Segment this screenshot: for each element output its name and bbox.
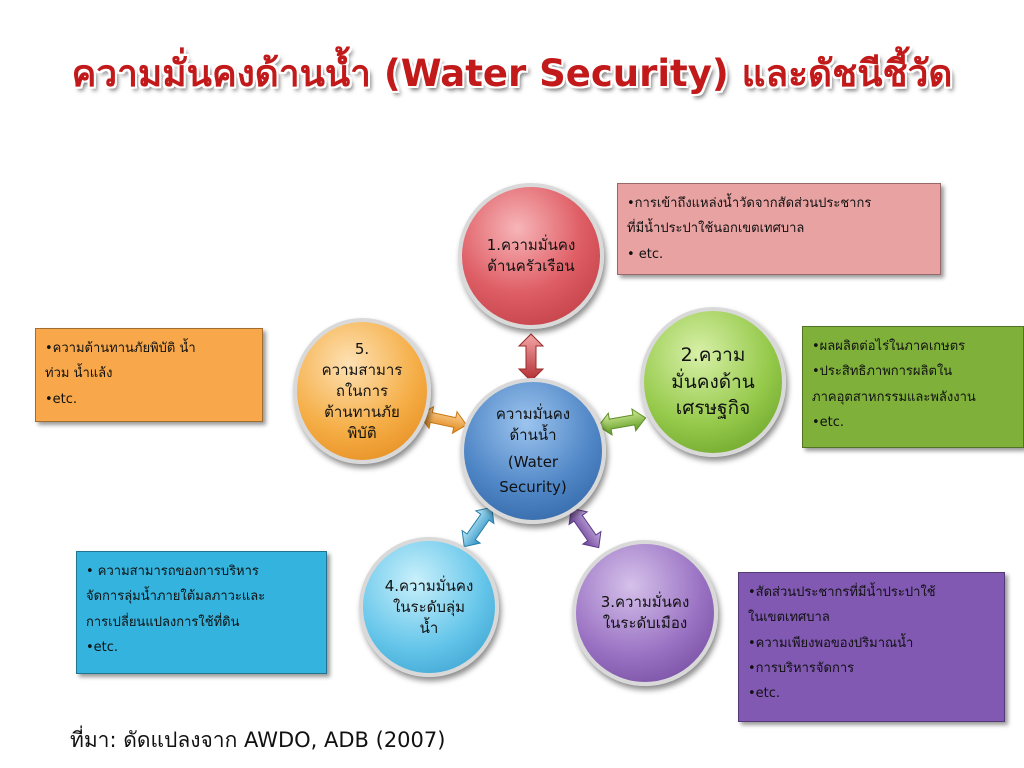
slide-title: ความมั่นคงด้านน้ำ (Water Security) และดั… [71, 52, 953, 95]
circle-line: ความสามาร [321, 360, 403, 379]
circle-line: ถในการ [335, 381, 389, 400]
circle-household-security: 1.ความมั่นคง ด้านครัวเรือน [458, 183, 604, 329]
arrow-urban [568, 507, 602, 549]
indicator-item: • ความสามารถของการบริหาร [86, 564, 259, 579]
indicator-item: ภาคอุตสาหกรรมและพลังงาน [812, 389, 976, 405]
circle-line: เศรษฐกิจ [675, 397, 751, 420]
indicator-item: ในเขตเทศบาล [748, 610, 830, 626]
indicator-item: จัดการลุ่มน้ำภายใต้มลภาวะและ [86, 589, 266, 605]
indicator-item: •ผลผลิตต่อไร่ในภาคเกษตร [812, 339, 966, 354]
circle-line: ด้านครัวเรือน [487, 257, 575, 275]
arrow-household [517, 333, 545, 382]
indicator-item: •etc. [45, 391, 78, 407]
center-line: ด้านน้ำ [509, 426, 557, 444]
indicator-item: •ประสิทธิภาพการผลิตใน [812, 364, 953, 380]
arrow-economic [597, 408, 647, 436]
indicator-item: •ความเพียงพอของปริมาณน้ำ [748, 635, 914, 651]
indicator-box-household: •การเข้าถึงแหล่งน้ำวัดจากสัดส่วนประชากร … [617, 183, 941, 275]
indicator-item: •การเข้าถึงแหล่งน้ำวัดจากสัดส่วนประชากร [627, 196, 872, 211]
circle-urban-security: 3.ความมั่นคง ในระดับเมือง [572, 540, 718, 686]
indicator-item: •การบริหารจัดการ [748, 661, 855, 677]
circle-line: ในระดับเมือง [602, 614, 688, 632]
indicator-item: •ความต้านทานภัยพิบัติ น้ำ [45, 341, 196, 356]
circle-line: ต้านทานภัย [324, 402, 400, 421]
indicator-item: •etc. [748, 686, 781, 702]
indicator-item: •etc. [812, 415, 845, 431]
circle-line: 1.ความมั่นคง [486, 236, 576, 254]
circle-disaster-resilience: 5. ความสามาร ถในการ ต้านทานภัย พิบัติ [293, 318, 431, 464]
circle-line: พิบัติ [347, 423, 377, 442]
indicator-item: ที่มีน้ำประปาใช้นอกเขตเทศบาล [627, 221, 805, 237]
center-line: ความมั่นคง [495, 405, 571, 423]
indicator-item: • etc. [627, 246, 664, 262]
center-circle-water-security: ความมั่นคง ด้านน้ำ (Water Security) [460, 378, 606, 524]
indicator-box-urban: •สัดส่วนประชากรที่มีน้ำประปาใช้ ในเขตเทศ… [738, 572, 1005, 722]
source-citation: ที่มา: ดัดแปลงจาก AWDO, ADB (2007) [70, 728, 446, 752]
circle-line: 5. [354, 339, 370, 358]
indicator-item: •สัดส่วนประชากรที่มีน้ำประปาใช้ [748, 585, 936, 600]
indicator-item: การเปลี่ยนแปลงการใช้ที่ดิน [86, 614, 240, 630]
indicator-box-economic: •ผลผลิตต่อไร่ในภาคเกษตร •ประสิทธิภาพการผ… [802, 326, 1024, 448]
center-line: (Water [507, 453, 559, 471]
circle-line: ในระดับลุ่ม [392, 597, 466, 616]
indicator-box-resilience: •ความต้านทานภัยพิบัติ น้ำ ท่วม น้ำแล้ง •… [35, 328, 263, 422]
circle-economic-security: 2.ความ มั่นคงด้าน เศรษฐกิจ [640, 307, 786, 457]
circle-line: น้ำ [419, 618, 439, 637]
circle-line: 2.ความ [680, 344, 746, 367]
circle-basin-security: 4.ความมั่นคง ในระดับลุ่ม น้ำ [359, 537, 499, 677]
indicator-item: •etc. [86, 640, 119, 656]
indicator-box-basin: • ความสามารถของการบริหาร จัดการลุ่มน้ำภา… [76, 551, 327, 674]
circle-line: 3.ความมั่นคง [600, 593, 690, 611]
circle-line: 4.ความมั่นคง [384, 576, 474, 595]
center-line: Security) [499, 478, 567, 496]
circle-line: มั่นคงด้าน [671, 370, 755, 393]
indicator-item: ท่วม น้ำแล้ง [45, 366, 113, 382]
